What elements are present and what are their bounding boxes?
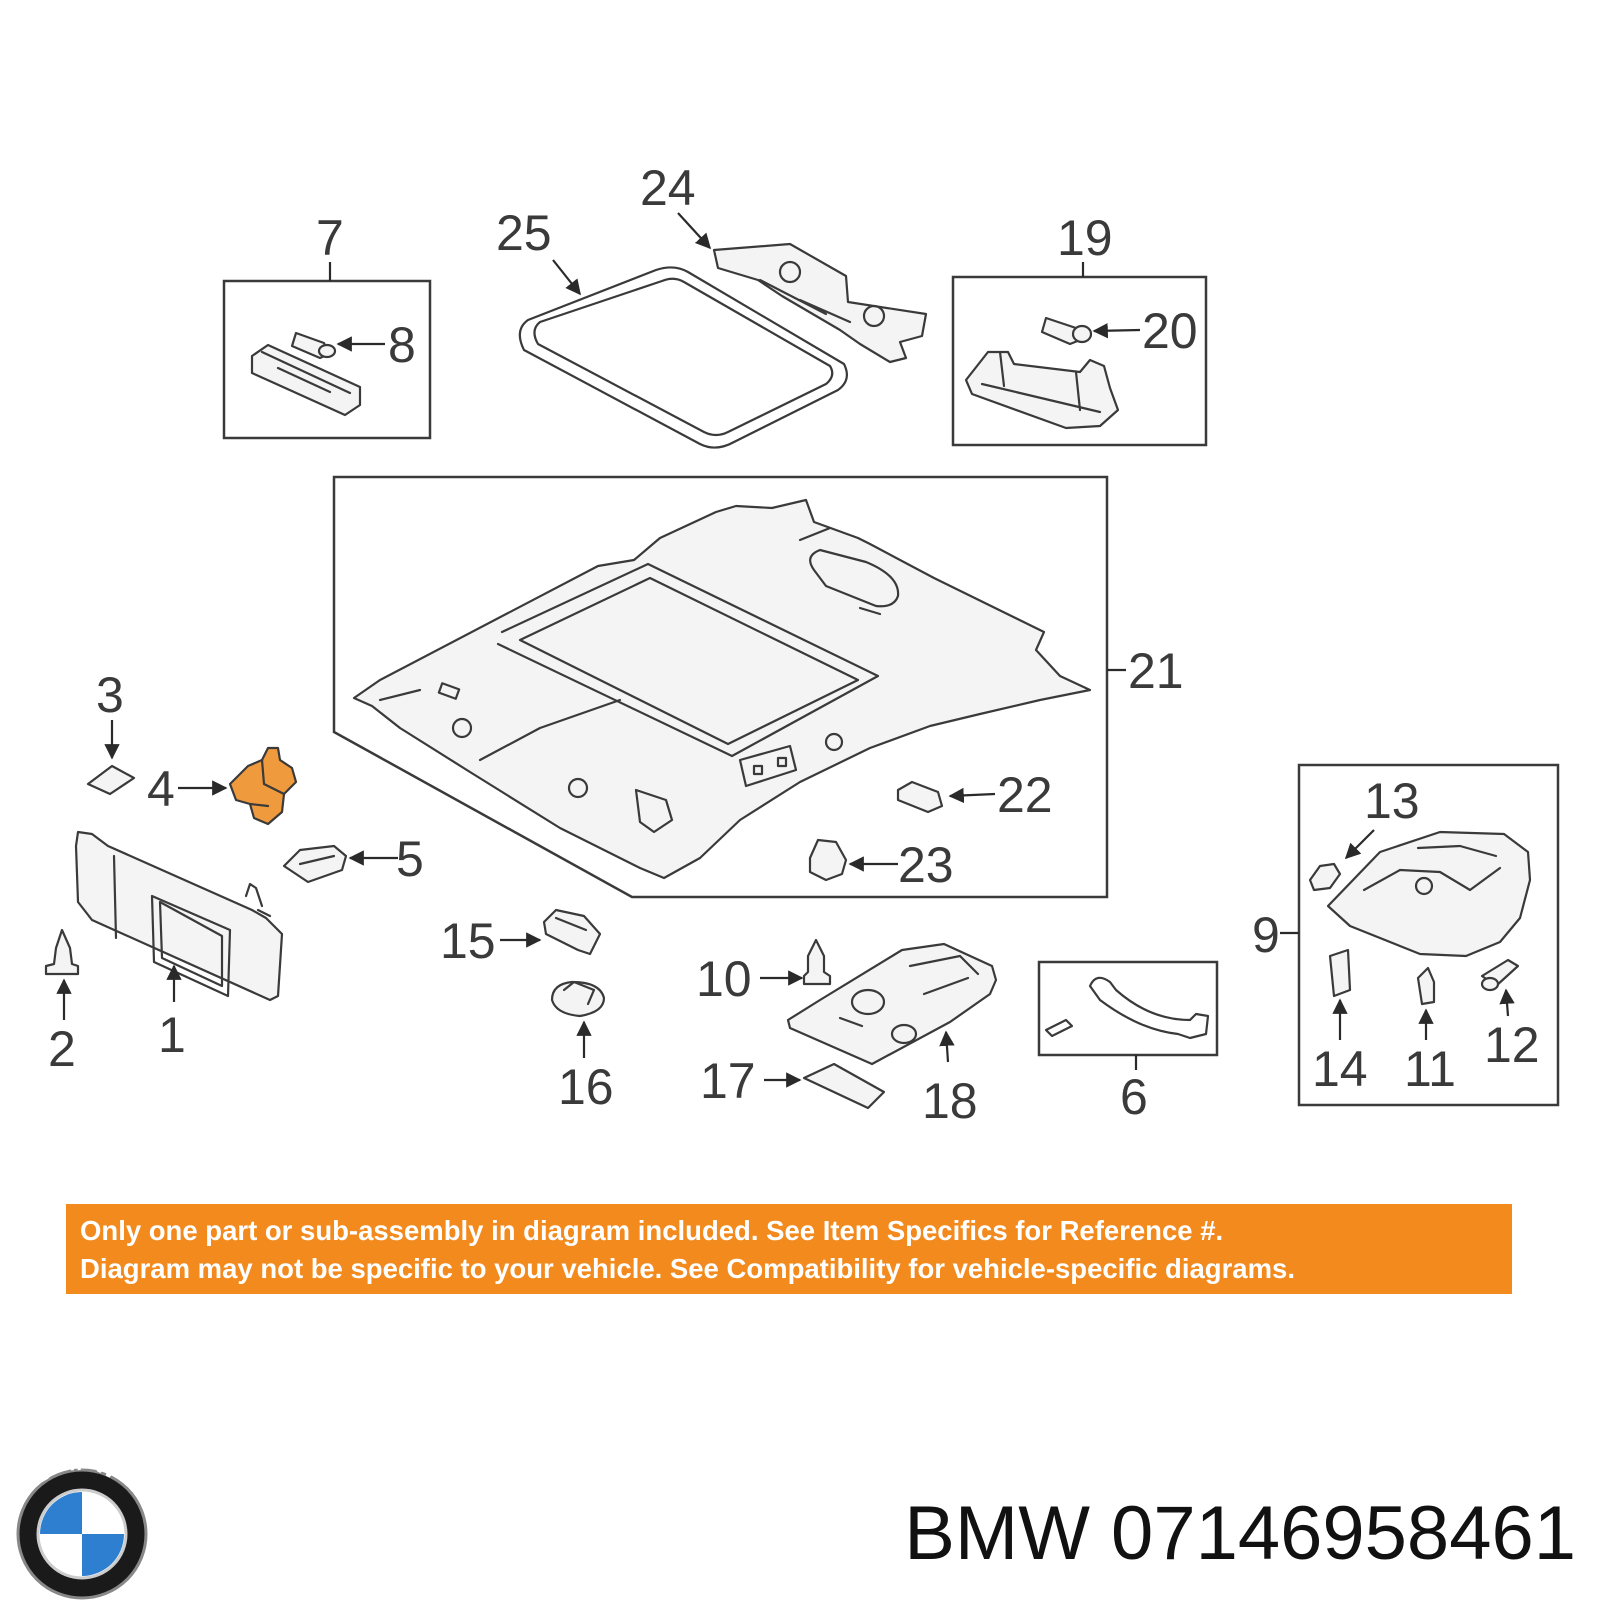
- part-cap-3: [86, 764, 136, 796]
- group-box-21: [332, 475, 1109, 899]
- part-fastener-2: [44, 928, 80, 976]
- group-box-7: [222, 279, 432, 440]
- part-bracket-24: [712, 242, 928, 364]
- part-clip-23: [808, 838, 848, 882]
- part-clip-5: [282, 844, 348, 884]
- part-visor-clip-4-highlighted: [228, 746, 298, 826]
- callout-11: 11: [1404, 1041, 1456, 1097]
- disclaimer-line-1: Only one part or sub-assembly in diagram…: [80, 1215, 1224, 1246]
- part-number: 07146958461: [1111, 1491, 1576, 1576]
- callout-23: 23: [898, 837, 954, 893]
- part-bulb-12: [1480, 958, 1520, 992]
- callout-14: 14: [1312, 1041, 1368, 1097]
- part-bulb-8: [290, 331, 337, 360]
- part-lens-14: [1328, 948, 1352, 998]
- part-headliner-21: [352, 498, 1092, 880]
- callout-12: 12: [1484, 1017, 1540, 1073]
- group-box-6: [1037, 960, 1219, 1057]
- callout-1: 1: [158, 1007, 186, 1063]
- callout-18: 18: [922, 1073, 978, 1129]
- part-sunroof-seal-25: [518, 266, 849, 449]
- disclaimer-line-2: Diagram may not be specific to your vehi…: [80, 1253, 1295, 1284]
- callout-8: 8: [388, 317, 416, 373]
- callout-6: 6: [1120, 1069, 1148, 1125]
- group-box-9: [1297, 763, 1560, 1107]
- part-cover-17: [802, 1062, 886, 1110]
- callout-15: 15: [440, 913, 496, 969]
- callout-20: 20: [1142, 303, 1198, 359]
- callout-25: 25: [496, 205, 552, 261]
- part-sun-visor-1: [74, 830, 284, 1002]
- part-bulb-13: [1308, 862, 1342, 892]
- callout-13: 13: [1364, 773, 1420, 829]
- callout-5: 5: [396, 831, 424, 887]
- bmw-logo-icon: BMW: [16, 1454, 148, 1600]
- part-clip-22: [896, 780, 944, 814]
- callout-3: 3: [96, 667, 124, 723]
- brand-name: BMW: [904, 1491, 1090, 1576]
- callout-17: 17: [700, 1053, 756, 1109]
- callout-7: 7: [316, 210, 344, 266]
- part-fastener-10: [802, 938, 832, 986]
- part-lamp-housing-19: [964, 350, 1120, 430]
- callout-9: 9: [1252, 907, 1280, 963]
- part-switch-15: [542, 908, 602, 956]
- part-grab-handle-6: [1044, 976, 1210, 1040]
- callout-10: 10: [696, 951, 752, 1007]
- callout-16: 16: [558, 1059, 614, 1115]
- part-bulb-20: [1040, 316, 1093, 346]
- part-console-housing-9: [1326, 830, 1532, 958]
- part-overhead-console-18: [786, 942, 998, 1066]
- part-bulb-11: [1416, 966, 1436, 1006]
- brand-footer: BMW BMW 07146958461: [0, 1440, 1600, 1600]
- part-courtesy-lamp-housing: [250, 343, 362, 417]
- callout-24: 24: [640, 160, 696, 216]
- callout-2: 2: [48, 1021, 76, 1077]
- callout-22: 22: [997, 767, 1053, 823]
- part-number-label: BMW 07146958461: [904, 1490, 1576, 1577]
- callout-4: 4: [147, 761, 175, 817]
- callout-19: 19: [1057, 210, 1113, 266]
- callout-21: 21: [1128, 643, 1184, 699]
- disclaimer-banner: Only one part or sub-assembly in diagram…: [66, 1204, 1512, 1294]
- part-light-16: [550, 980, 606, 1018]
- group-box-19: [951, 275, 1208, 447]
